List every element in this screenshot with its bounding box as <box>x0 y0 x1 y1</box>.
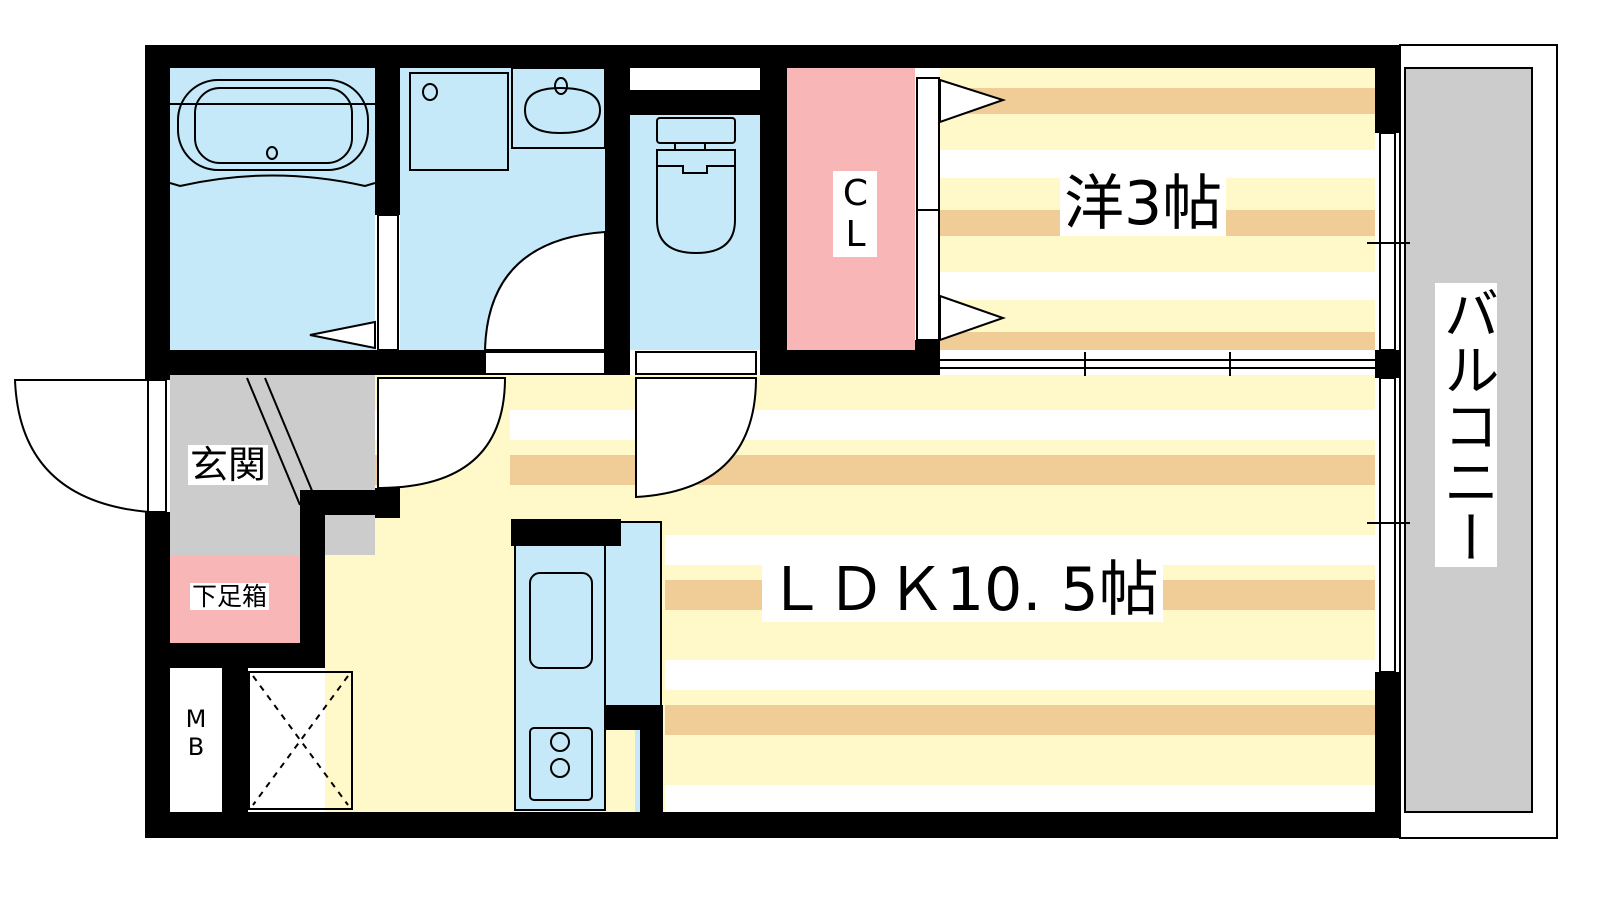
bathroom <box>170 68 375 350</box>
shoe-cabinet-label: 下足箱 <box>190 582 270 611</box>
kitchen-sink-icon <box>529 572 593 669</box>
western-room-label: 洋3帖 <box>1060 172 1227 236</box>
balcony <box>1399 44 1558 839</box>
ldk-label: ＬＤＫ10. 5帖 <box>762 558 1163 622</box>
doors <box>13 77 1410 673</box>
bathtub-icon <box>169 79 376 188</box>
meter-box-label: MB <box>182 705 210 761</box>
toilet-icon <box>656 117 736 255</box>
closet-label: CL <box>833 171 877 257</box>
refrigerator-space-icon <box>248 671 353 810</box>
entrance-label: 玄関 <box>188 443 269 487</box>
kitchen-counter <box>511 519 662 812</box>
washing-machine-icon <box>409 72 509 171</box>
toilet-room <box>630 115 760 350</box>
gas-stove-icon <box>529 727 593 801</box>
balcony-label: バルコニー <box>1434 283 1499 567</box>
walls <box>145 45 1400 838</box>
